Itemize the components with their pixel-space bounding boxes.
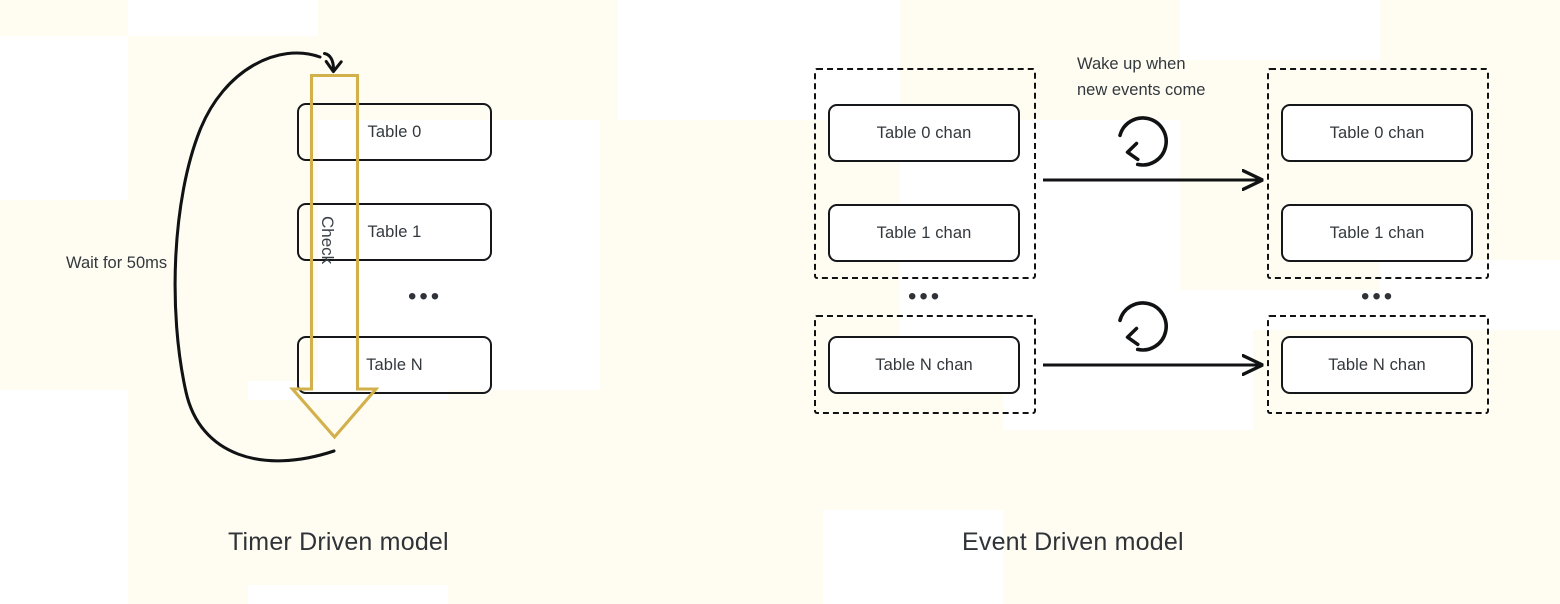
event-left-chan-box-0-1[interactable]: Table 1 chan — [828, 204, 1020, 262]
event-left-chan-box-1-0[interactable]: Table N chan — [828, 336, 1020, 394]
event-right-chan-box-0-0[interactable]: Table 0 chan — [1281, 104, 1473, 162]
event-left-chan-box-0-0[interactable]: Table 0 chan — [828, 104, 1020, 162]
event-right-groups-ellipsis: ••• — [1361, 283, 1396, 310]
wake-up-label-line1: Wake up when — [1077, 55, 1186, 73]
event-right-chan-box-0-1[interactable]: Table 1 chan — [1281, 204, 1473, 262]
event-driven-model-caption: Event Driven model — [962, 528, 1184, 556]
check-label: Check — [318, 216, 337, 265]
event-left-groups-ellipsis: ••• — [908, 283, 943, 310]
wait-for-50ms-label: Wait for 50ms — [66, 254, 168, 272]
event-right-chan-box-1-0[interactable]: Table N chan — [1281, 336, 1473, 394]
timer-driven-model-caption: Timer Driven model — [228, 528, 449, 556]
timer-tables-ellipsis: ••• — [408, 283, 443, 310]
timer-table-box-0[interactable]: Table 0 — [297, 103, 492, 161]
timer-table-box-n[interactable]: Table N — [297, 336, 492, 394]
wake-up-label-line2: new events come — [1077, 81, 1206, 99]
